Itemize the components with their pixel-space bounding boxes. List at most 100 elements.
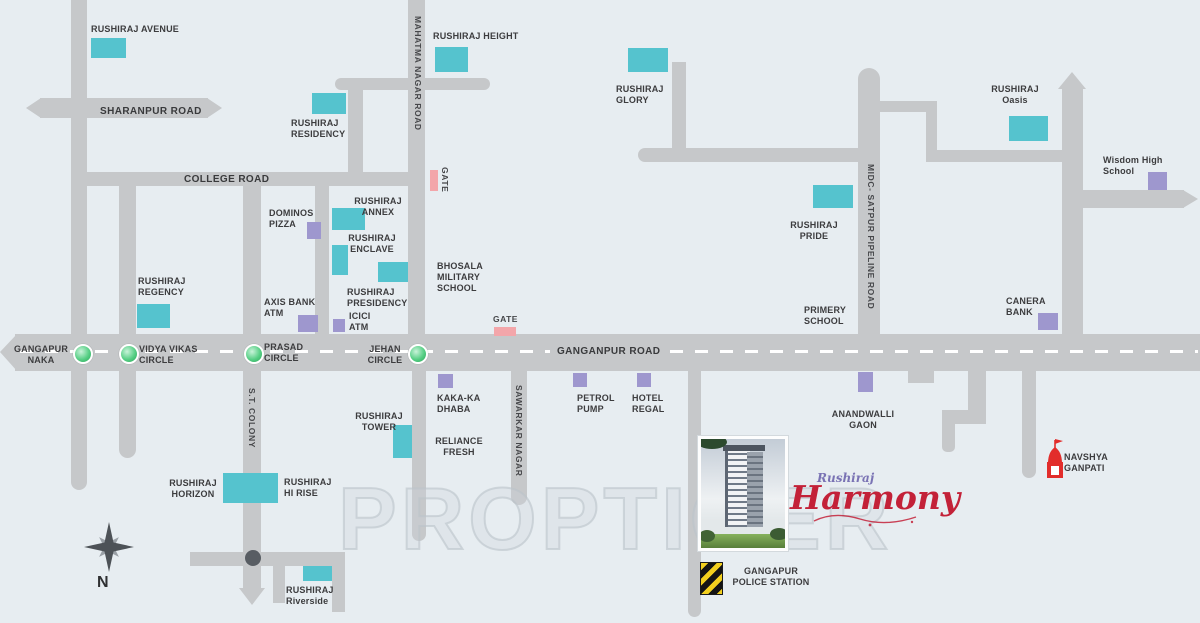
marker-rushiraj-riverside xyxy=(303,566,332,581)
marker-rushiraj-horizon xyxy=(223,473,278,503)
label-rushiraj-tower: RUSHIRAJ TOWER xyxy=(355,411,403,432)
road-west-vertical xyxy=(71,0,87,490)
label-jehan-circle: JEHAN CIRCLE xyxy=(367,344,403,365)
label-primery-school: PRIMERY SCHOOL xyxy=(804,305,847,326)
road-enclave-west xyxy=(315,186,329,335)
compass-rose-icon xyxy=(84,522,134,572)
label-rushiraj-presidency: RUSHIRAJ PRESIDENCY xyxy=(347,287,408,308)
label-anandwalli-gaon: ANANDWALLI GAON xyxy=(831,409,895,430)
label-rushiraj-residency: RUSHIRAJ RESIDENCY xyxy=(291,118,346,139)
marker-hotel xyxy=(637,373,651,387)
road-annex-north xyxy=(348,88,363,172)
label-rushiraj-riverside: RUSHIRAJ Riverside xyxy=(286,585,334,606)
label-bhosala-military-school: BHOSALA MILITARY SCHOOL xyxy=(437,261,483,293)
wisdom-right-arrow xyxy=(1183,190,1198,208)
st-colony-down-arrow xyxy=(239,588,265,605)
label-rushiraj-annex: RUSHIRAJ ANNEX xyxy=(354,196,402,217)
label-gate-south: GATE xyxy=(493,314,518,324)
label-hotel-regal: HOTEL REGAL xyxy=(632,393,665,414)
road-oasis-horizontal xyxy=(926,150,1076,162)
label-prasad-circle: PRASAD CIRCLE xyxy=(264,342,304,363)
sharanpur-left-arrow xyxy=(26,98,41,118)
junction-jehan-circle xyxy=(408,344,428,364)
label-sharanpur-road: SHARANPUR ROAD xyxy=(100,106,202,117)
label-midc-road: MIDC- SATPUR PIPELINE ROAD xyxy=(866,164,876,310)
junction-vidya-vikas-circle xyxy=(119,344,139,364)
road-glory-horizontal xyxy=(638,148,880,162)
project-building-photo xyxy=(697,435,789,552)
temple-icon xyxy=(1047,439,1063,478)
marker-rushiraj-avenue xyxy=(91,38,126,58)
road-tall-right xyxy=(1062,88,1083,334)
road-sawarkar xyxy=(511,371,527,505)
marker-icici xyxy=(333,319,345,332)
label-reliance-fresh: RELIANCE FRESH xyxy=(435,436,483,457)
sharanpur-right-arrow xyxy=(207,98,222,118)
ganganpur-left-arrow xyxy=(0,334,17,371)
road-zig-down-b xyxy=(942,410,955,452)
label-rushiraj-enclave: RUSHIRAJ ENCLAVE xyxy=(348,233,396,254)
road-oasis-zig-vertical xyxy=(926,101,937,162)
label-gate-north: GATE xyxy=(440,167,450,193)
label-dominos-pizza: DOMINOS PIZZA xyxy=(269,208,314,229)
label-rushiraj-avenue: RUSHIRAJ AVENUE xyxy=(91,24,180,34)
road-stub-south xyxy=(908,371,934,383)
label-rushiraj-pride: RUSHIRAJ PRIDE xyxy=(790,220,838,241)
marker-rushiraj-glory xyxy=(628,48,668,72)
label-st-colony: S.T. COLONY xyxy=(247,388,257,448)
road-police-south xyxy=(688,371,701,617)
road-glory-vertical xyxy=(672,62,686,162)
junction-prasad-circle xyxy=(244,344,264,364)
label-rushiraj-height: RUSHIRAJ HEIGHT xyxy=(433,31,519,41)
compass-north-label: N xyxy=(97,574,109,591)
marker-rushiraj-residency xyxy=(312,93,346,114)
road-mahatma xyxy=(408,0,425,338)
road-riverside-stub xyxy=(273,566,285,603)
road-midc-branch xyxy=(880,101,936,112)
junction-gangapur-naka-circle xyxy=(73,344,93,364)
label-rushiraj-oasis: RUSHIRAJ Oasis xyxy=(991,84,1039,105)
label-vidya-vikas-circle: VIDYA VIKAS CIRCLE xyxy=(139,344,198,365)
label-sawarkar-nagar: SAWARKAR NAGAR xyxy=(514,385,524,477)
logo-project-name: Harmony xyxy=(790,478,961,517)
label-rushiraj-glory: RUSHIRAJ GLORY xyxy=(616,84,664,105)
label-rushiraj-regency: RUSHIRAJ REGENCY xyxy=(138,276,186,297)
road-bottom-horizontal xyxy=(190,552,345,566)
label-canera-bank: CANERA BANK xyxy=(1006,296,1046,317)
marker-rushiraj-regency xyxy=(137,304,170,328)
bottom-road-junction-dot xyxy=(245,550,261,566)
police-station-icon xyxy=(700,562,723,595)
road-midc xyxy=(858,68,880,334)
road-vidya-vertical xyxy=(119,186,136,458)
label-kaka-ka-dhaba: KAKA-KA DHABA xyxy=(437,393,481,414)
label-ganganpur-road: GANGANPUR ROAD xyxy=(550,346,668,357)
marker-rushiraj-enclave-b xyxy=(378,262,408,282)
label-petrol-pump: PETROL PUMP xyxy=(577,393,615,414)
label-gangapur-police-station: GANGAPUR POLICE STATION xyxy=(732,566,810,587)
road-st-colony xyxy=(243,186,261,588)
marker-rushiraj-tower xyxy=(393,425,412,458)
marker-gate-south xyxy=(494,327,516,336)
marker-kaka xyxy=(438,374,453,388)
marker-rushiraj-height xyxy=(435,47,468,72)
road-college xyxy=(71,172,425,186)
label-mahatma-nagar-road: MAHATMA NAGAR ROAD xyxy=(413,16,423,131)
marker-rushiraj-enclave-a xyxy=(332,245,348,275)
label-college-road: COLLEGE ROAD xyxy=(184,174,270,185)
marker-canera xyxy=(1038,313,1058,330)
marker-axis-bank xyxy=(298,315,318,332)
label-rushiraj-horizon: RUSHIRAJ HORIZON xyxy=(169,478,217,499)
label-gangapur-naka: GANGAPUR NAKA xyxy=(13,344,69,365)
logo-brand-name: Rushiraj xyxy=(817,471,875,485)
marker-rushiraj-oasis xyxy=(1009,116,1048,141)
logo-flourish xyxy=(813,514,917,527)
marker-rushiraj-pride xyxy=(813,185,853,208)
road-sharanpur xyxy=(40,98,208,118)
marker-rushiraj-annex xyxy=(332,208,365,230)
label-wisdom-high-school: Wisdom High School xyxy=(1103,155,1163,176)
marker-dominos xyxy=(307,222,321,239)
label-rushiraj-hi-rise: RUSHIRAJ HI RISE xyxy=(284,477,332,498)
marker-wisdom xyxy=(1148,172,1167,190)
marker-petrol xyxy=(573,373,587,387)
